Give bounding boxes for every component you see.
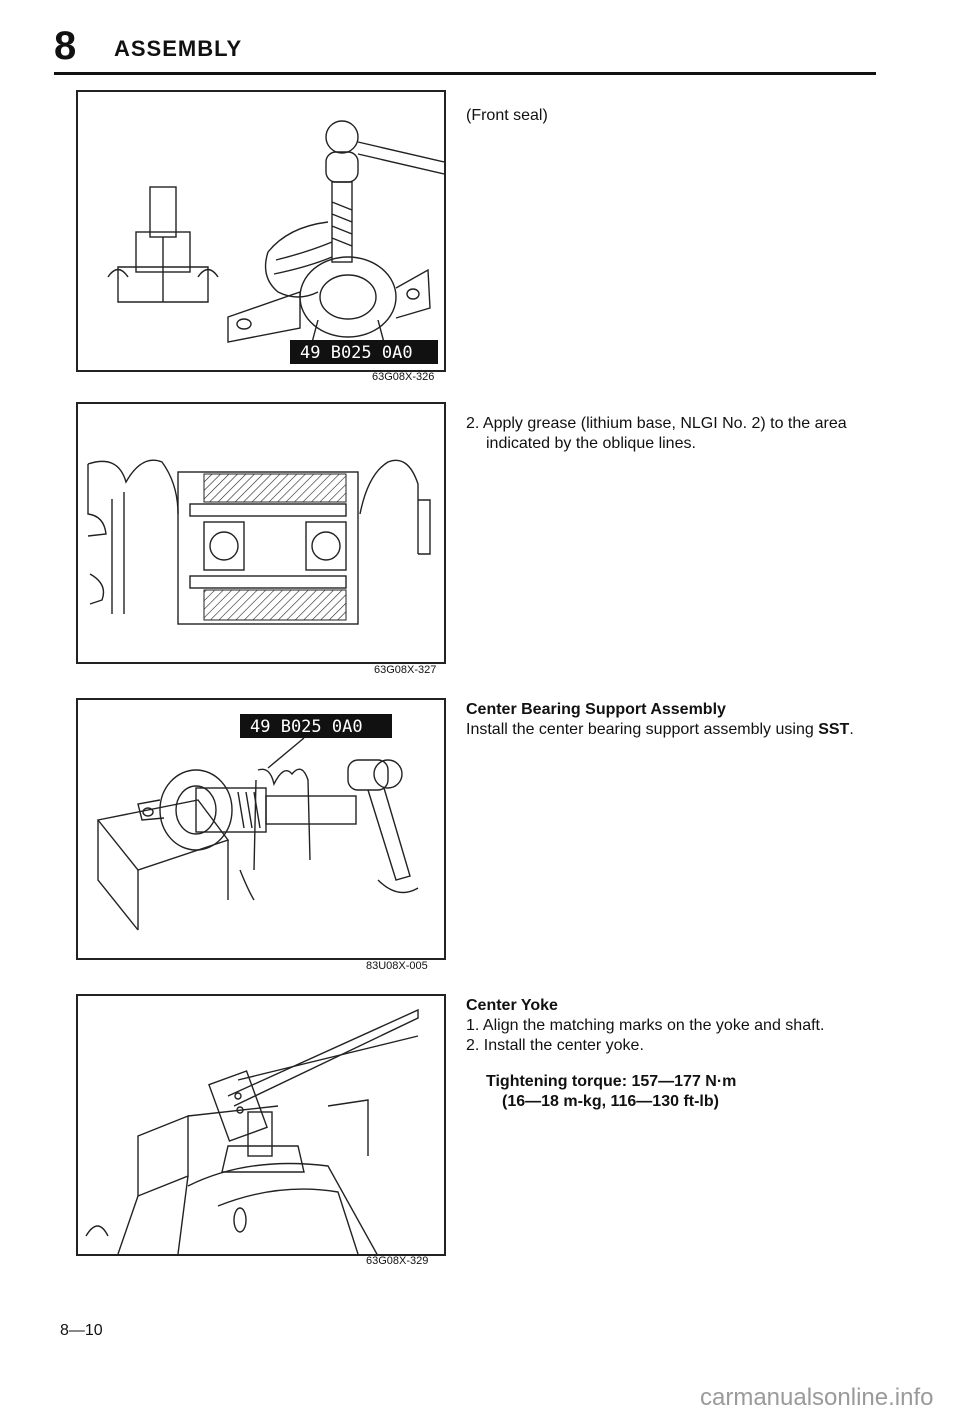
- page-header: 8 ASSEMBLY: [54, 22, 876, 74]
- tool-label: 49 B025 0A0: [300, 343, 413, 363]
- torque-line: (16—18 m-kg, 116—130 ft-lb): [502, 1093, 719, 1110]
- section-text: Install the center bearing support assem…: [466, 720, 886, 740]
- figure-grease-area: [76, 402, 446, 664]
- section-number: 8: [54, 24, 77, 68]
- front-seal-label: (Front seal): [466, 107, 548, 124]
- step-number: 1.: [466, 1017, 480, 1034]
- section-title: ASSEMBLY: [114, 36, 243, 61]
- tool-label: 49 B025 0A0: [250, 717, 363, 737]
- figure-center-yoke: [76, 994, 446, 1256]
- front-seal-illustration: 49 B025 0A0: [107, 120, 444, 364]
- step-text: Apply grease (lithium base, NLGI No. 2) …: [482, 415, 847, 452]
- watermark: carmanualsonline.info: [700, 1384, 934, 1411]
- grease-step: 2. Apply grease (lithium base, NLGI No. …: [466, 414, 886, 454]
- center-bearing-section: Center Bearing Support Assembly Install …: [466, 700, 886, 740]
- torque-line: Tightening torque: 157—177 N·m: [486, 1073, 737, 1090]
- figure-code: 83U08X-005: [366, 960, 428, 972]
- step-item: 1. Align the matching marks on the yoke …: [466, 1016, 886, 1036]
- section-heading: Center Bearing Support Assembly: [466, 701, 726, 718]
- grease-area-illustration: [87, 459, 431, 625]
- header-rule: [54, 72, 876, 75]
- figure-center-bearing: 49 B025 0A0: [76, 698, 446, 960]
- figure-code: 63G08X-327: [374, 664, 437, 676]
- section-heading: Center Yoke: [466, 997, 558, 1014]
- step-text: Align the matching marks on the yoke and…: [482, 1017, 825, 1034]
- figure-front-seal: 49 B025 0A0: [76, 90, 446, 372]
- page-number: 8—10: [60, 1322, 103, 1339]
- instruction-text: Install the center bearing support assem…: [466, 721, 814, 738]
- sst-text: SST: [818, 721, 850, 738]
- period: .: [849, 721, 854, 738]
- figure-code: 63G08X-326: [372, 371, 435, 383]
- step-item: 2. Install the center yoke.: [466, 1036, 886, 1056]
- center-yoke-section: Center Yoke 1. Align the matching marks …: [466, 996, 886, 1112]
- torque-spec: Tightening torque: 157—177 N·m (16—18 m-…: [466, 1072, 886, 1112]
- step-number: 2.: [466, 415, 480, 432]
- center-bearing-illustration: 49 B025 0A0: [96, 714, 419, 931]
- center-yoke-illustration: [85, 1008, 419, 1254]
- step-text: Install the center yoke.: [483, 1037, 644, 1054]
- step-number: 2.: [466, 1037, 480, 1054]
- figure-code: 63G08X-329: [366, 1255, 429, 1267]
